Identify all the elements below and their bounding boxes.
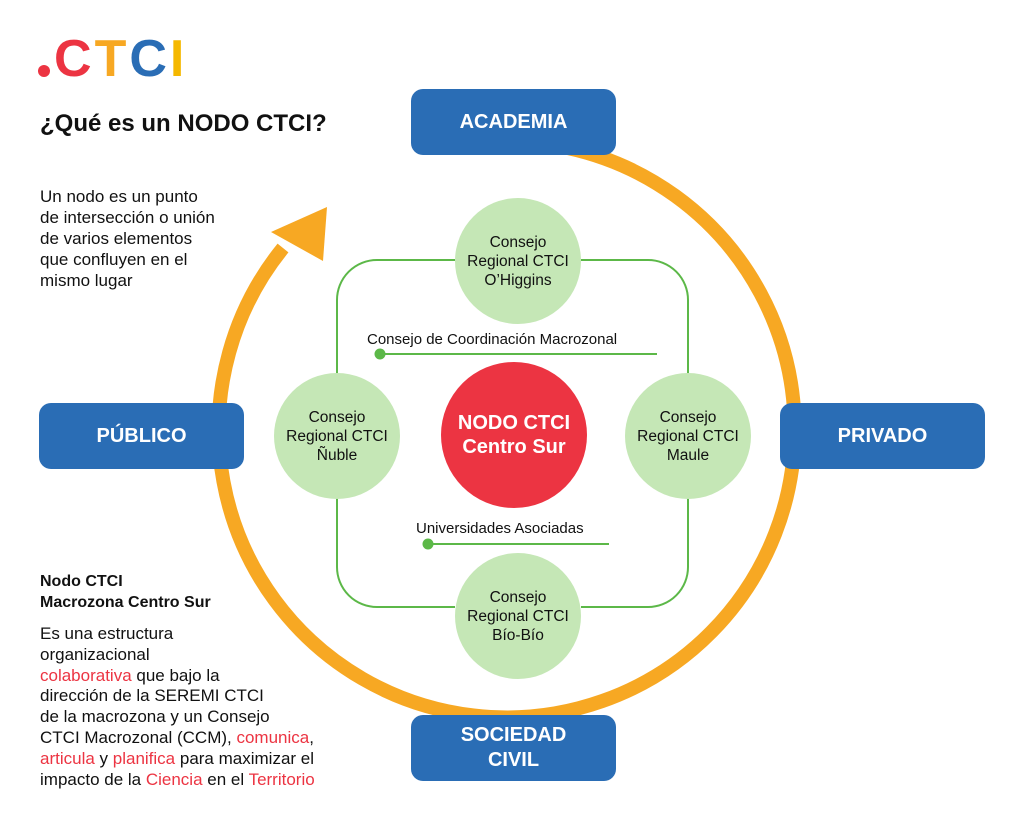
- council-nuble: Consejo Regional CTCI Ñuble: [274, 373, 400, 499]
- desc-line: articula y planifica para maximizar el: [40, 749, 370, 770]
- intro-line: que confluyen en el: [40, 250, 188, 269]
- logo-letter-t: T: [94, 30, 130, 88]
- council-label: O’Higgins: [484, 271, 552, 289]
- desc-line: colaborativa que bajo la: [40, 666, 370, 687]
- sector-sociedad-line1: SOCIEDAD: [460, 724, 567, 746]
- green-network-line: [336, 259, 689, 608]
- center-node-line1: NODO CTCI: [457, 412, 571, 434]
- desc-line: organizacional: [40, 644, 150, 664]
- desc-line: Es una estructura: [40, 624, 174, 643]
- council-label: Regional CTCI: [637, 427, 739, 445]
- sector-publico: PÚBLICO: [39, 403, 244, 469]
- logo-letter-c2: C: [129, 30, 170, 88]
- universities-label: Universidades Asociadas: [416, 520, 584, 537]
- council-ohiggins: Consejo Regional CTCI O’Higgins: [455, 198, 581, 324]
- desc-fragment: y: [94, 748, 113, 768]
- council-label: Regional CTCI: [286, 427, 388, 445]
- node-title-line2: Macrozona Centro Sur: [40, 594, 211, 611]
- node-description: Es una estructura organizacional colabor…: [40, 624, 370, 790]
- macro-council-label: Consejo de Coordinación Macrozonal: [367, 331, 618, 348]
- desc-line: impacto de la Ciencia en el Territorio: [40, 770, 370, 791]
- council-maule: Consejo Regional CTCI Maule: [625, 373, 751, 499]
- node-title: Nodo CTCI Macrozona Centro Sur: [40, 571, 211, 613]
- council-label: Consejo: [308, 408, 366, 426]
- highlight-word: comunica: [236, 727, 310, 747]
- desc-fragment: para maximizar el: [175, 748, 315, 768]
- council-label: Regional CTCI: [467, 607, 569, 625]
- highlight-word: colaborativa: [40, 665, 132, 685]
- highlight-word: Ciencia: [145, 769, 203, 789]
- logo-dot: [38, 65, 50, 77]
- sector-sociedad-line2: CIVIL: [487, 749, 540, 771]
- desc-fragment: en el: [202, 769, 249, 789]
- center-node-line2: Centro Sur: [462, 436, 566, 458]
- node-title-line1: Nodo CTCI: [40, 573, 123, 590]
- intro-text: Un nodo es un punto de intersección o un…: [40, 186, 280, 291]
- council-label: Consejo: [489, 588, 547, 606]
- council-label: Bío-Bío: [492, 626, 544, 644]
- highlight-word: articula: [40, 748, 95, 768]
- council-label: Ñuble: [316, 446, 358, 464]
- desc-fragment: ,: [309, 727, 314, 747]
- orange-ring-arc: [211, 141, 802, 725]
- intro-line: de varios elementos: [40, 229, 193, 248]
- council-label: Regional CTCI: [467, 252, 569, 270]
- highlight-word: planifica: [112, 748, 176, 768]
- desc-line: de la macrozona y un Consejo: [40, 707, 270, 727]
- center-node: NODO CTCI Centro Sur: [441, 362, 587, 508]
- page-title: ¿Qué es un NODO CTCI?: [40, 110, 327, 137]
- macro-connector-dot: [374, 348, 386, 360]
- council-label: Consejo: [489, 233, 547, 251]
- univ-connector-dot: [422, 538, 434, 550]
- logo-letter-c: C: [54, 30, 95, 88]
- sector-privado: PRIVADO: [780, 403, 985, 469]
- desc-line: CTCI Macrozonal (CCM), comunica,: [40, 728, 370, 749]
- desc-line: dirección de la SEREMI CTCI: [40, 686, 264, 706]
- intro-line: Un nodo es un punto: [40, 187, 198, 206]
- sector-sociedad-civil: SOCIEDAD CIVIL: [411, 715, 616, 781]
- sector-academia: ACADEMIA: [411, 89, 616, 155]
- logo-wordmark: CTCI: [54, 31, 187, 87]
- council-label: Consejo: [659, 408, 717, 426]
- logo-letter-i: I: [169, 30, 188, 88]
- council-label: Maule: [666, 446, 710, 464]
- intro-line: mismo lugar: [40, 271, 133, 290]
- orange-arrow-head: [271, 207, 327, 261]
- desc-fragment: que bajo la: [131, 665, 220, 685]
- desc-fragment: CTCI Macrozonal (CCM),: [40, 727, 237, 747]
- council-biobio: Consejo Regional CTCI Bío-Bío: [455, 553, 581, 679]
- desc-fragment: impacto de la: [40, 769, 146, 789]
- highlight-word: Territorio: [248, 769, 315, 789]
- intro-line: de intersección o unión: [40, 208, 215, 227]
